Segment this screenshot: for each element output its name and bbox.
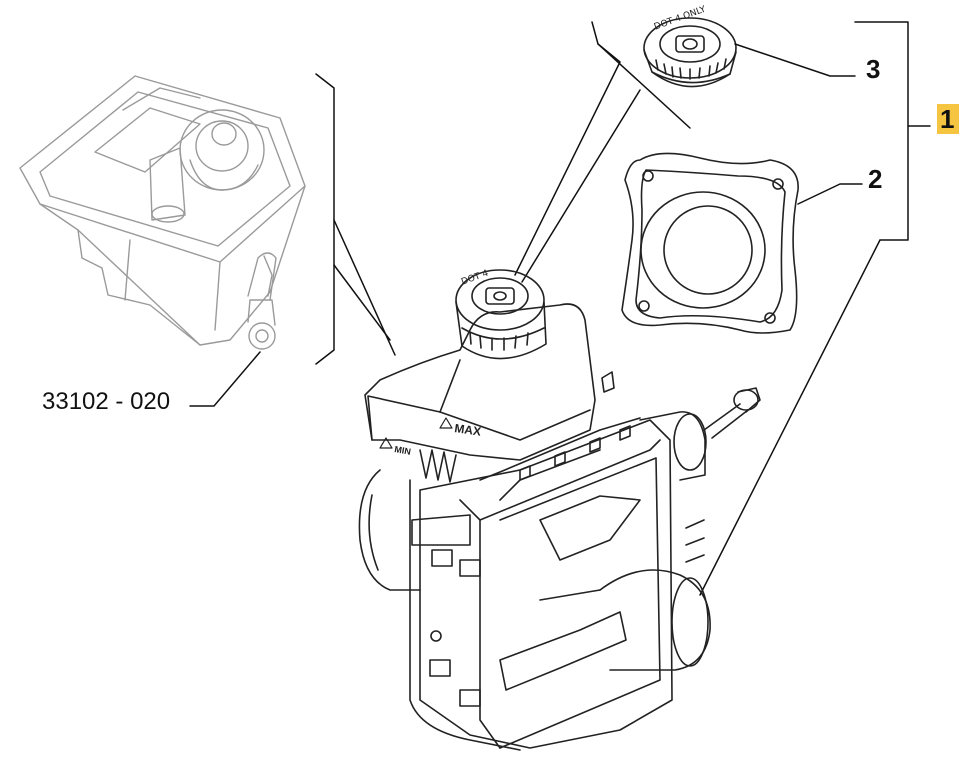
reference-part-number: 33102 - 020 [42, 388, 171, 415]
master-cylinder-assembly: DOT 4 MAX MIN [358, 268, 761, 751]
reference-reservoir-drawing [19, 75, 306, 350]
callout-label-2: 2 [868, 164, 883, 194]
callout-label-1: 1 [940, 104, 955, 134]
max-mark: MAX [454, 421, 482, 439]
svg-text:DOT 4: DOT 4 [460, 268, 490, 287]
callout-leaders [514, 21, 931, 596]
gasket-plate-part-2 [621, 152, 799, 334]
reference-bracket-line [315, 73, 396, 365]
callout-1-highlight [937, 104, 959, 134]
callout-label-3: 3 [866, 54, 881, 84]
min-mark: MIN [394, 444, 412, 457]
reservoir-cap-part-3: DOT 4 ONLY [643, 4, 737, 88]
reference-leader-line [189, 351, 261, 407]
